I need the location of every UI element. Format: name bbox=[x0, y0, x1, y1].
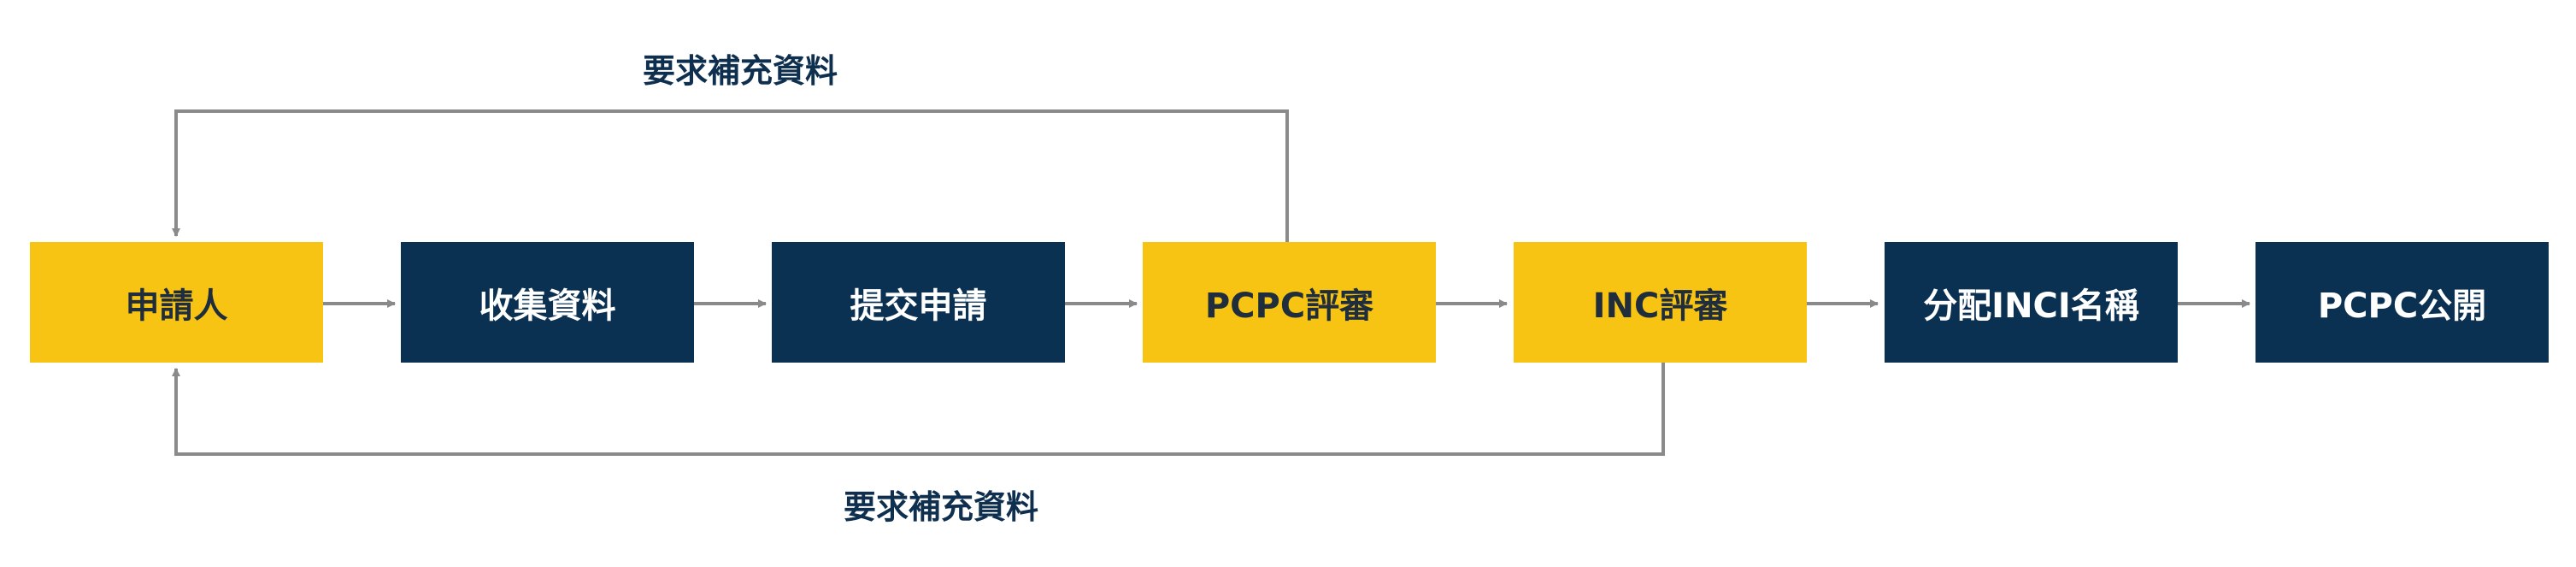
loop-label-top: 要求補充資料 bbox=[643, 52, 838, 90]
step-label: PCPC公開 bbox=[2317, 286, 2487, 326]
feedback-loop-bottom bbox=[172, 363, 1665, 456]
step-collect-data: 收集資料 bbox=[401, 242, 694, 363]
step-label: INC評審 bbox=[1592, 286, 1728, 326]
feedback-loop-top bbox=[172, 109, 1289, 242]
step-submit-application: 提交申請 bbox=[772, 242, 1065, 363]
step-label: 分配INCI名稱 bbox=[1923, 286, 2139, 326]
step-label: 提交申請 bbox=[850, 286, 987, 326]
step-assign-inci-name: 分配INCI名稱 bbox=[1885, 242, 2178, 363]
step-label: PCPC評審 bbox=[1204, 286, 1374, 326]
step-pcpc-review: PCPC評審 bbox=[1143, 242, 1436, 363]
loop-label-bottom: 要求補充資料 bbox=[844, 488, 1039, 526]
step-applicant: 申請人 bbox=[30, 242, 323, 363]
step-inc-review: INC評審 bbox=[1514, 242, 1807, 363]
step-pcpc-publish: PCPC公開 bbox=[2255, 242, 2549, 363]
step-label: 收集資料 bbox=[479, 286, 616, 326]
step-label: 申請人 bbox=[125, 286, 228, 326]
